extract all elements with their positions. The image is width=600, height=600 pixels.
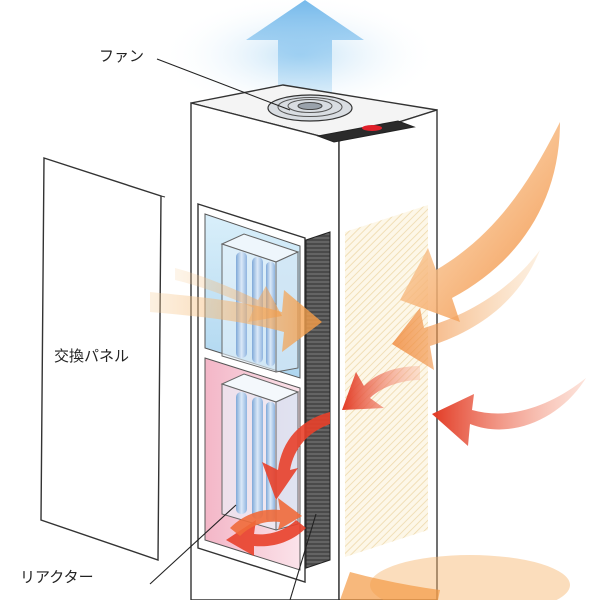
warm-air-arrow-icon — [340, 572, 440, 600]
hot-air-arrow-icon — [230, 498, 302, 536]
reactor-tube-icon — [266, 402, 275, 522]
exchange-panel — [40, 157, 162, 561]
reactor-leader-line — [149, 504, 237, 585]
cool-air-up-arrow-icon — [246, 0, 364, 112]
filter-mesh — [305, 231, 331, 569]
reactor-label: リアクター — [20, 568, 94, 586]
reactor-tube-icon — [252, 397, 263, 519]
mesh-leader-line — [289, 513, 317, 600]
control-panel-icon — [316, 120, 416, 143]
warm-air-arrow-icon — [392, 250, 540, 370]
warm-air-arrow-icon — [175, 268, 282, 322]
exchange-panel-edge — [160, 195, 166, 198]
reactor-tube-icon — [236, 392, 247, 514]
hot-air-arrow-icon — [342, 366, 420, 410]
fan-label: ファン — [99, 47, 145, 65]
hot-air-arrow-icon — [262, 412, 330, 500]
hot-air-arrow-icon — [432, 378, 586, 446]
warm-air-arrow-icon — [400, 122, 560, 322]
fan-icon — [267, 94, 353, 122]
warm-air-arrow-icon — [150, 290, 322, 352]
fan-leader-line — [156, 58, 291, 111]
exchange-panel-label: 交換パネル — [54, 347, 130, 365]
